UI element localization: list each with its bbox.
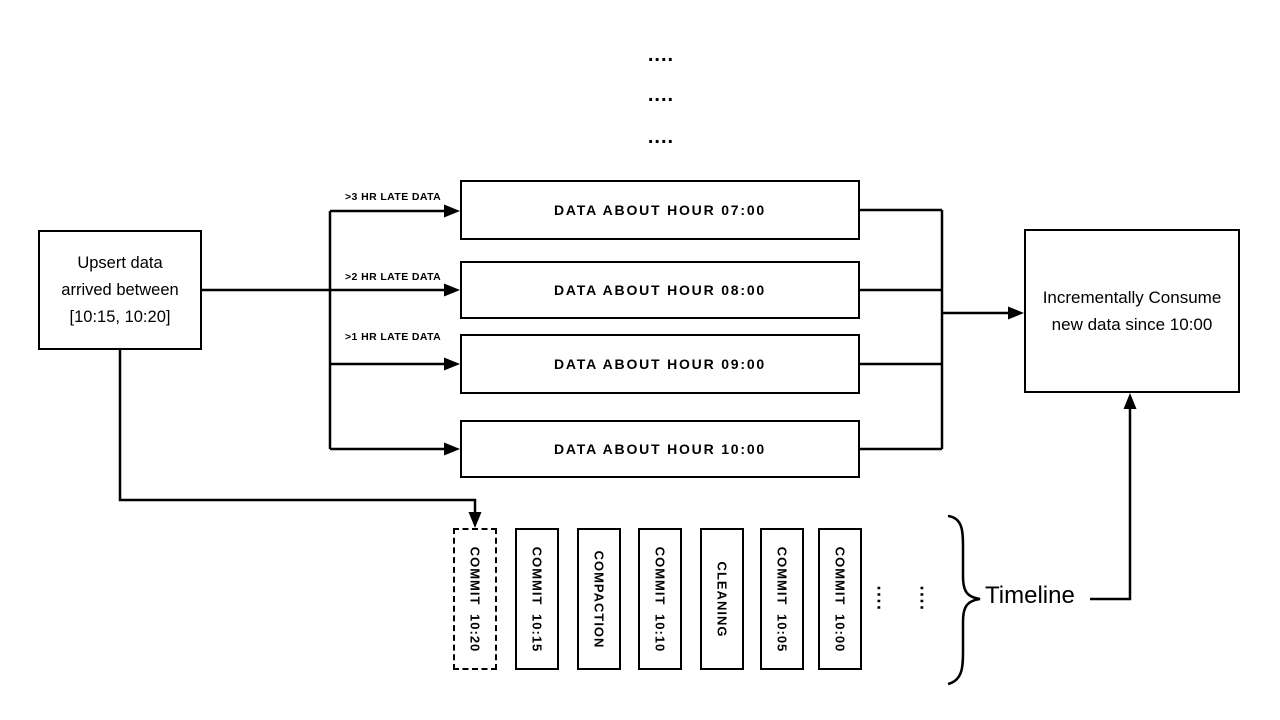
consume-box-text: Incrementally Consume new data since 10:… xyxy=(1043,284,1222,338)
timeline-entry-commit-1000-label: COMMIT 10:00 xyxy=(832,546,848,652)
timeline-entry-compaction-label: COMPACTION xyxy=(591,550,607,648)
late-data-label-3hr: >3 HR LATE DATA xyxy=(345,191,442,203)
data-box-hour-0900-label: DATA ABOUT HOUR 09:00 xyxy=(553,356,767,372)
timeline-ellipsis-2-dots: .... xyxy=(916,584,937,612)
timeline-entry-commit-1010-label: COMMIT 10:10 xyxy=(652,546,668,652)
timeline-ellipsis-2: .... xyxy=(916,578,937,618)
upsert-box: Upsert data arrived between [10:15, 10:2… xyxy=(38,230,202,350)
arrow-line-upsert-to-commit1020 xyxy=(118,350,477,514)
consume-line-2: new data since 10:00 xyxy=(1051,315,1213,334)
arrowhead-hour10 xyxy=(444,442,460,456)
timeline-entry-commit-1005-label: COMMIT 10:05 xyxy=(774,546,790,652)
top-ellipsis-row-2: .... xyxy=(647,84,675,106)
late-data-label-2hr: >2 HR LATE DATA xyxy=(345,271,442,283)
data-box-hour-0700: DATA ABOUT HOUR 07:00 xyxy=(460,180,860,240)
timeline-entry-cleaning: CLEANING xyxy=(700,528,744,670)
timeline-entry-commit-1010: COMMIT 10:10 xyxy=(638,528,682,670)
timeline-ellipsis-1-dots: .... xyxy=(873,584,894,612)
arrowhead-commit1020 xyxy=(468,512,482,528)
timeline-entry-commit-1015-label: COMMIT 10:15 xyxy=(529,546,545,652)
timeline-entry-commit-1005: COMMIT 10:05 xyxy=(760,528,804,670)
timeline-entry-compaction: COMPACTION xyxy=(577,528,621,670)
arrowhead-hour07 xyxy=(444,204,460,218)
timeline-entry-commit-1000: COMMIT 10:00 xyxy=(818,528,862,670)
timeline-entry-commit-1020: COMMIT 10:20 xyxy=(453,528,497,670)
timeline-entry-commit-1020-label: COMMIT 10:20 xyxy=(467,546,483,652)
consume-line-1: Incrementally Consume xyxy=(1042,288,1222,307)
timeline-label: Timeline xyxy=(985,582,1075,609)
data-box-hour-1000: DATA ABOUT HOUR 10:00 xyxy=(460,420,860,478)
consume-box: Incrementally Consume new data since 10:… xyxy=(1024,229,1240,393)
timeline-entry-cleaning-label: CLEANING xyxy=(714,561,730,637)
data-box-hour-0900: DATA ABOUT HOUR 09:00 xyxy=(460,334,860,394)
data-box-hour-0700-label: DATA ABOUT HOUR 07:00 xyxy=(553,202,767,218)
data-box-hour-0800: DATA ABOUT HOUR 08:00 xyxy=(460,261,860,319)
timeline-ellipsis-1: .... xyxy=(873,578,894,618)
arrowhead-consume-bottom xyxy=(1123,393,1137,409)
upsert-line-2: arrived between xyxy=(61,280,179,299)
timeline-brace xyxy=(947,514,981,686)
top-ellipsis-row-3: .... xyxy=(647,126,675,148)
late-data-label-1hr: >1 HR LATE DATA xyxy=(345,331,442,343)
upsert-line-1: Upsert data xyxy=(77,253,163,272)
upsert-box-text: Upsert data arrived between [10:15, 10:2… xyxy=(61,250,178,331)
timeline-entry-commit-1015: COMMIT 10:15 xyxy=(515,528,559,670)
arrowhead-hour09 xyxy=(444,357,460,371)
arrow-line-timeline-to-consume xyxy=(1090,407,1132,601)
top-ellipsis-row-1: .... xyxy=(647,44,675,66)
upsert-line-3: [10:15, 10:20] xyxy=(69,307,171,326)
data-box-hour-1000-label: DATA ABOUT HOUR 10:00 xyxy=(553,441,767,457)
arrowhead-hour08 xyxy=(444,283,460,297)
arrowhead-consume-left xyxy=(1008,306,1024,320)
data-box-hour-0800-label: DATA ABOUT HOUR 08:00 xyxy=(553,282,767,298)
